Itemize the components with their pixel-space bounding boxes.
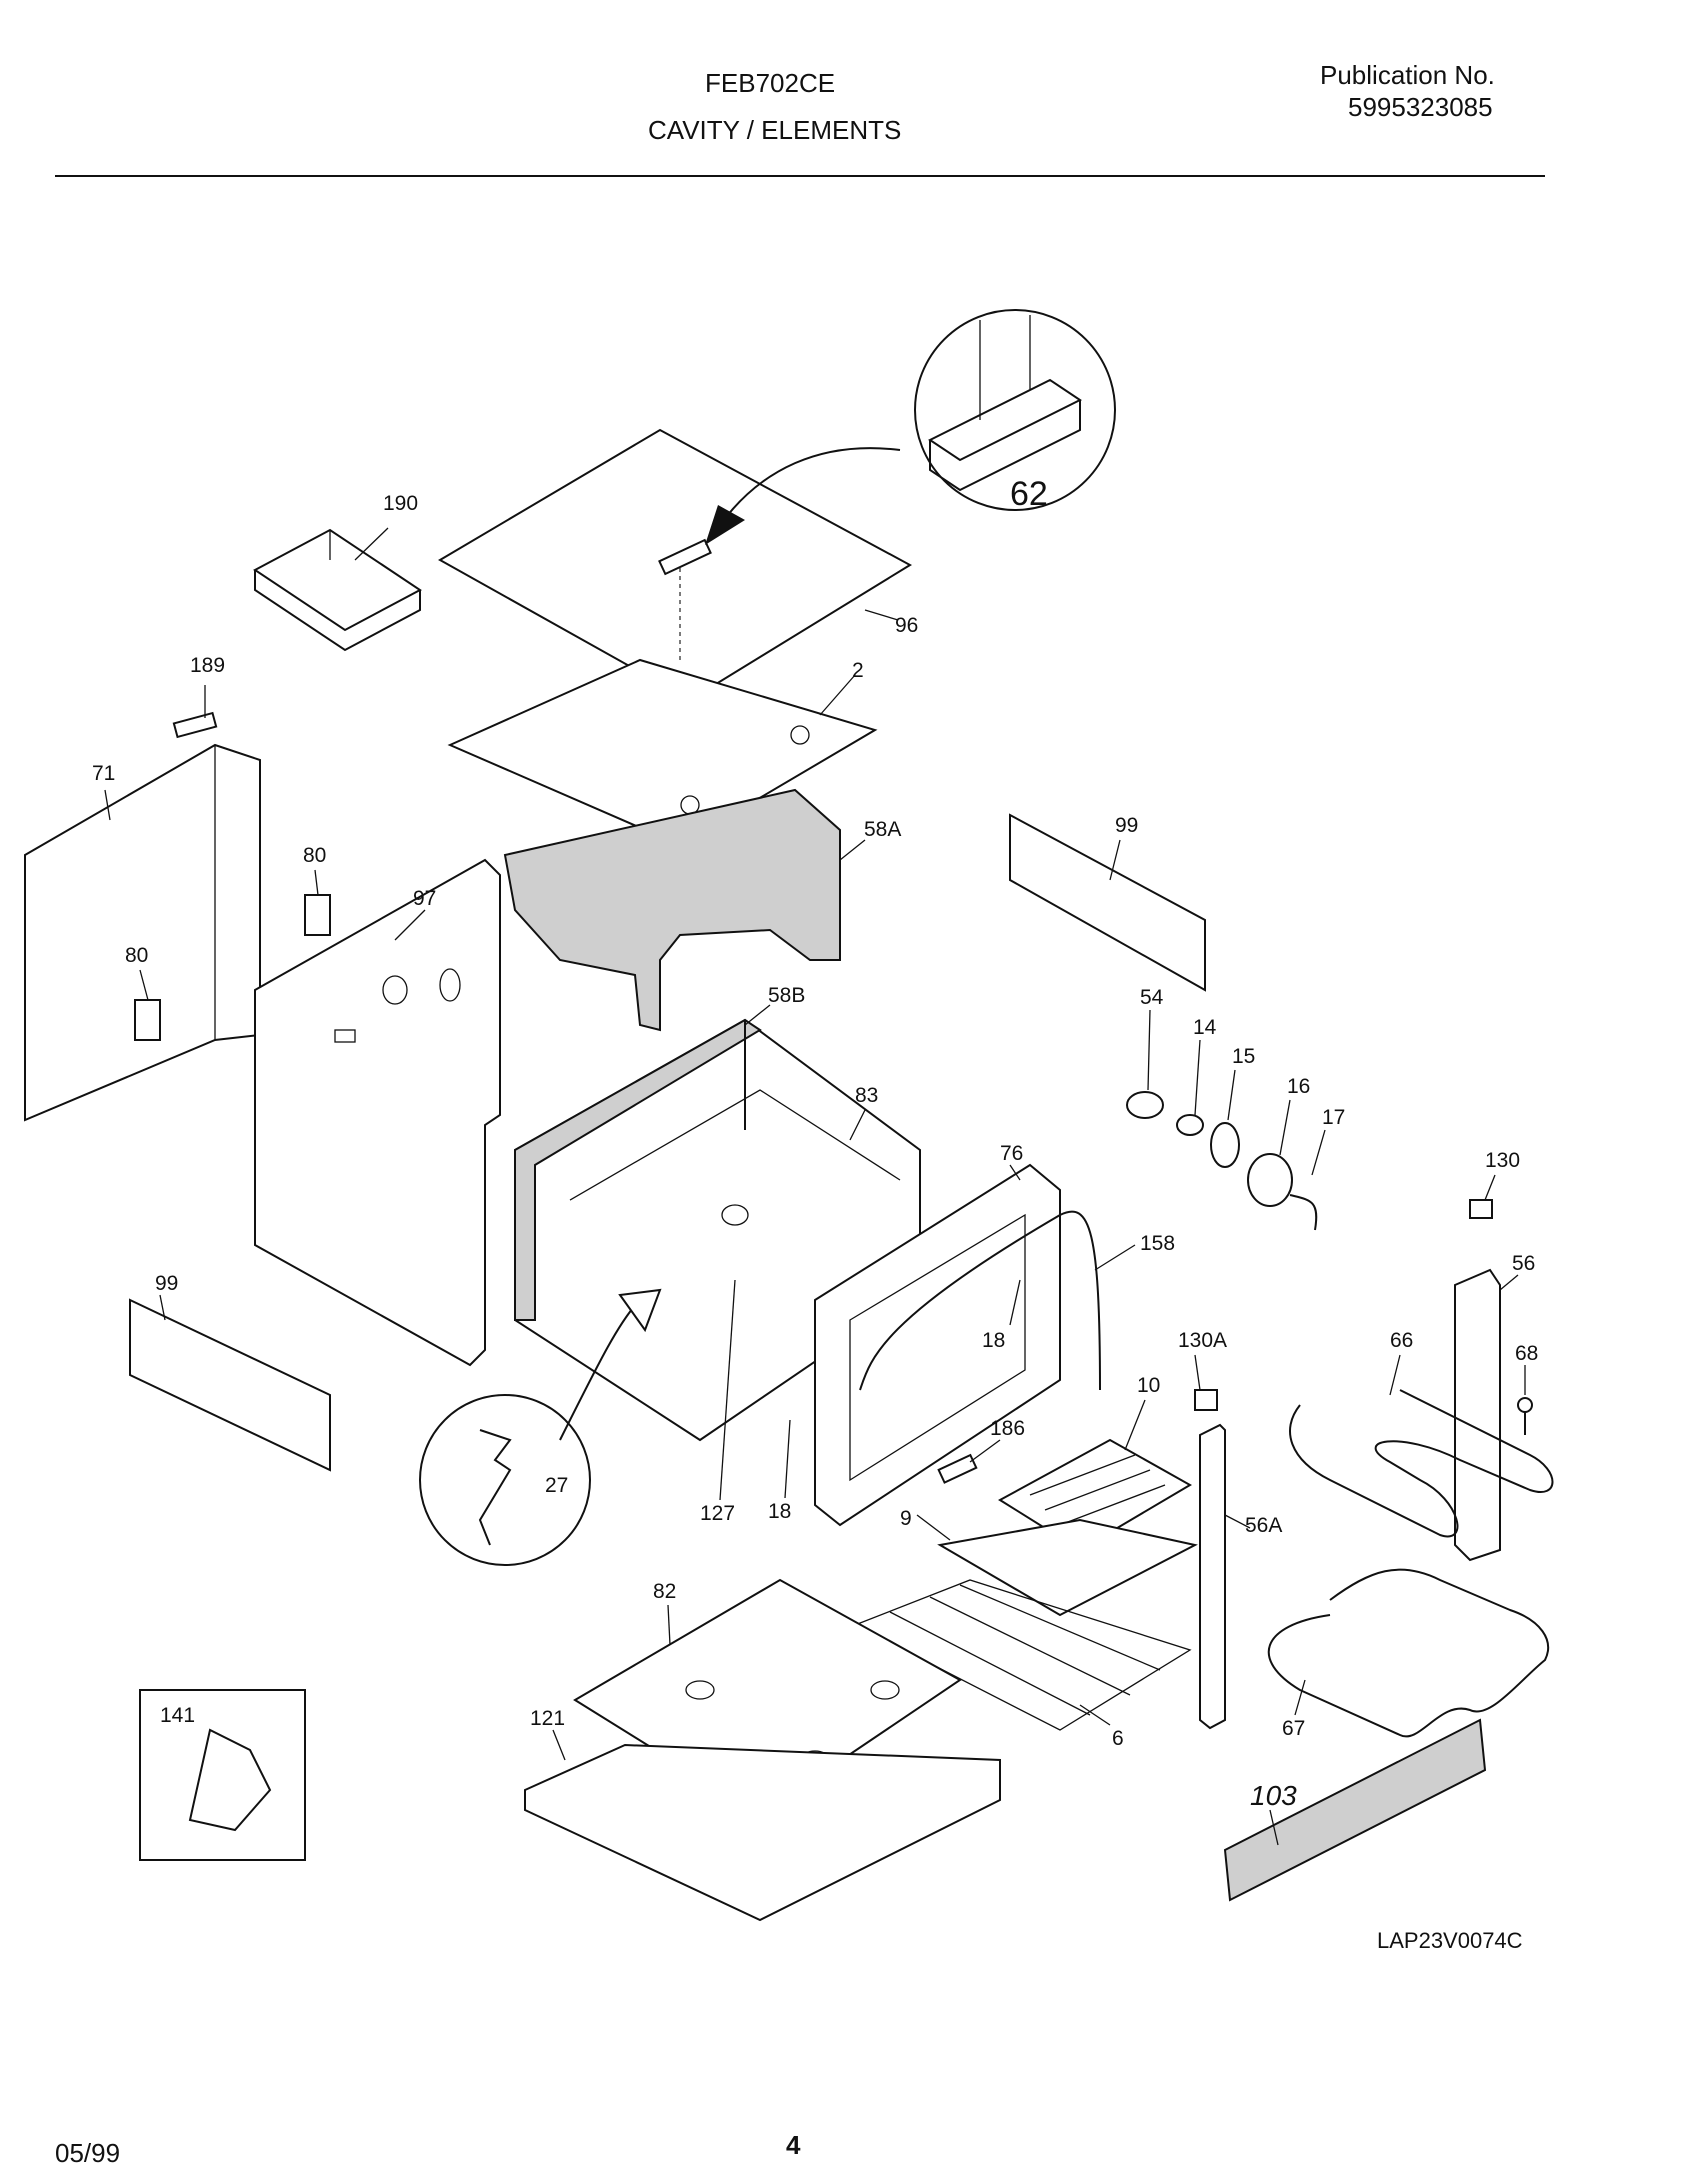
callout-15: 15 — [1232, 1045, 1255, 1068]
callout-82: 82 — [653, 1580, 676, 1603]
callout-58A: 58A — [864, 818, 901, 841]
leader-lines — [104, 527, 1526, 1846]
callout-96: 96 — [895, 614, 918, 637]
callout-16: 16 — [1287, 1075, 1310, 1098]
part-186-clip — [937, 1453, 978, 1484]
part-99-panel-top — [1009, 813, 1206, 992]
part-96-top-panel — [437, 428, 913, 702]
callout-2: 2 — [852, 659, 864, 682]
callout-80-lower: 80 — [125, 944, 148, 967]
part-99-panel-bottom — [129, 1298, 331, 1472]
part-71-side-panel — [24, 743, 261, 1122]
detail-arrow-62 — [719, 447, 901, 526]
terminal-block-62-small — [658, 538, 712, 576]
drawing-code: LAP23V0074C — [1377, 1928, 1523, 1953]
part-190-bracket — [253, 528, 422, 652]
callout-158: 158 — [1140, 1232, 1175, 1255]
part-189-clip — [172, 711, 218, 739]
callout-62: 62 — [1010, 475, 1048, 513]
callout-83: 83 — [855, 1084, 878, 1107]
callout-10: 10 — [1137, 1374, 1160, 1397]
callout-54: 54 — [1140, 986, 1164, 1009]
publication-number: 5995323085 — [1348, 92, 1493, 122]
publication-label: Publication No. — [1320, 60, 1495, 90]
callout-71: 71 — [92, 762, 115, 785]
callout-18-upper: 18 — [982, 1329, 1005, 1352]
callout-56A: 56A — [1245, 1514, 1282, 1537]
part-68-screw — [1517, 1397, 1533, 1435]
header-divider — [55, 175, 1545, 177]
callout-189: 189 — [190, 654, 225, 677]
callout-127: 127 — [700, 1502, 735, 1525]
part-56-bar — [1454, 1268, 1501, 1562]
callout-56: 56 — [1512, 1252, 1535, 1275]
part-130-clip — [1469, 1199, 1493, 1219]
detail-circle-27 — [419, 1394, 591, 1566]
callout-76: 76 — [1000, 1142, 1023, 1165]
callout-97: 97 — [413, 887, 436, 910]
callout-141: 141 — [160, 1704, 195, 1727]
callout-103: 103 — [1250, 1780, 1297, 1811]
page-number: 4 — [786, 2130, 801, 2160]
part-80-clip-b — [134, 999, 161, 1041]
part-121-bottom-panel — [524, 1743, 1001, 1922]
part-9-broil-pan — [937, 1518, 1198, 1617]
part-66-broil-element — [1289, 1389, 1554, 1538]
callout-9: 9 — [900, 1507, 912, 1530]
model-number: FEB702CE — [705, 68, 836, 98]
part-97-side-panel — [254, 858, 501, 1367]
callout-121: 121 — [530, 1707, 565, 1730]
callout-67: 67 — [1282, 1717, 1305, 1740]
callout-130: 130 — [1485, 1149, 1520, 1172]
callout-80-upper: 80 — [303, 844, 326, 867]
callout-68: 68 — [1515, 1342, 1538, 1365]
callout-17: 17 — [1322, 1106, 1345, 1129]
part-103-trim — [1223, 1718, 1487, 1902]
part-141-box — [139, 1689, 306, 1861]
part-58A-wrap — [503, 788, 841, 1032]
callout-99-upper: 99 — [1115, 814, 1138, 837]
footer-date: 05/99 — [55, 2138, 121, 2168]
callout-14: 14 — [1193, 1016, 1217, 1039]
callout-130A: 130A — [1178, 1329, 1227, 1352]
part-56A-bar — [1199, 1423, 1226, 1730]
part-80-clip-a — [304, 894, 331, 936]
part-67-bake-element — [1267, 1568, 1550, 1738]
callout-186: 186 — [990, 1417, 1025, 1440]
part-130A-clip — [1194, 1389, 1218, 1411]
callout-6: 6 — [1112, 1727, 1124, 1750]
callout-190: 190 — [383, 492, 418, 515]
callout-27: 27 — [545, 1474, 568, 1497]
section-title: CAVITY / ELEMENTS — [648, 115, 902, 145]
oven-light-assembly — [1126, 1091, 1318, 1231]
part-158-gasket — [859, 1210, 1101, 1391]
part-76-door-frame — [814, 1163, 1061, 1527]
detail-circle-62 — [914, 309, 1116, 511]
callout-66: 66 — [1390, 1329, 1413, 1352]
part-6-oven-rack — [853, 1579, 1192, 1731]
callout-18-lower: 18 — [768, 1500, 791, 1523]
callout-58B: 58B — [768, 984, 805, 1007]
callout-99-lower: 99 — [155, 1272, 178, 1295]
